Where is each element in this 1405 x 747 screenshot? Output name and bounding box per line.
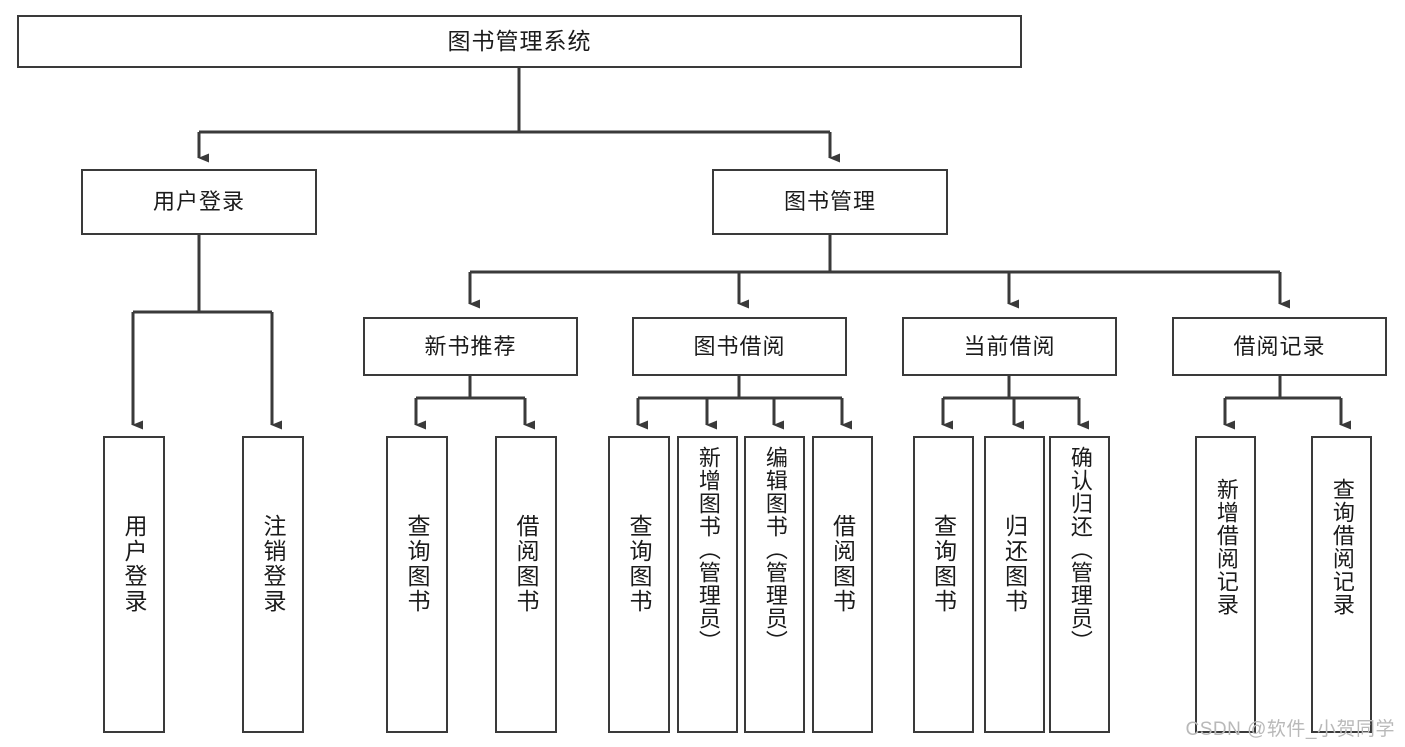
node-book-manage-label: 图书管理 (783, 189, 876, 215)
node-leaf-return-book-label: 归还图书 (1001, 514, 1028, 614)
node-leaf-user-logout-label: 注销登录 (260, 514, 287, 614)
node-borrow-record-label: 借阅记录 (1233, 333, 1326, 359)
node-book-borrow[interactable]: 图书借阅 (632, 317, 847, 376)
node-current-borrow-label: 当前借阅 (963, 333, 1056, 359)
node-leaf-query-record[interactable]: 查询借阅记录 (1311, 436, 1372, 733)
node-leaf-query-book-3-label: 查询图书 (930, 514, 957, 614)
node-new-book-rec[interactable]: 新书推荐 (363, 317, 578, 376)
node-new-book-rec-label: 新书推荐 (424, 333, 517, 359)
node-leaf-query-book-2[interactable]: 查询图书 (608, 436, 670, 733)
node-leaf-edit-book-label: 编辑图书（管理员） (762, 446, 788, 653)
node-leaf-return-book[interactable]: 归还图书 (984, 436, 1045, 733)
node-book-manage[interactable]: 图书管理 (712, 169, 948, 235)
node-current-borrow[interactable]: 当前借阅 (902, 317, 1117, 376)
node-user-login[interactable]: 用户登录 (81, 169, 317, 235)
node-leaf-add-record[interactable]: 新增借阅记录 (1195, 436, 1256, 733)
node-root-label: 图书管理系统 (447, 27, 592, 54)
node-leaf-borrow-book-2[interactable]: 借阅图书 (812, 436, 873, 733)
node-root-system[interactable]: 图书管理系统 (17, 15, 1022, 68)
node-leaf-add-book[interactable]: 新增图书（管理员） (677, 436, 738, 733)
node-leaf-add-book-label: 新增图书（管理员） (695, 446, 721, 653)
node-leaf-add-record-label: 新增借阅记录 (1213, 478, 1239, 616)
watermark-text: CSDN @软件_小贺同学 (1185, 719, 1395, 740)
node-borrow-record[interactable]: 借阅记录 (1172, 317, 1387, 376)
node-leaf-user-login[interactable]: 用户登录 (103, 436, 165, 733)
node-leaf-query-book-1-label: 查询图书 (404, 514, 431, 614)
node-leaf-user-login-label: 用户登录 (121, 514, 148, 614)
node-leaf-query-book-2-label: 查询图书 (626, 514, 653, 614)
node-leaf-borrow-book-1[interactable]: 借阅图书 (495, 436, 557, 733)
node-leaf-user-logout[interactable]: 注销登录 (242, 436, 304, 733)
node-leaf-query-record-label: 查询借阅记录 (1329, 478, 1355, 616)
node-user-login-label: 用户登录 (152, 189, 245, 215)
node-leaf-borrow-book-2-label: 借阅图书 (829, 514, 856, 614)
node-leaf-edit-book[interactable]: 编辑图书（管理员） (744, 436, 805, 733)
node-leaf-confirm-return-label: 确认归还（管理员） (1067, 446, 1093, 653)
node-leaf-query-book-3[interactable]: 查询图书 (913, 436, 974, 733)
node-leaf-query-book-1[interactable]: 查询图书 (386, 436, 448, 733)
node-leaf-confirm-return[interactable]: 确认归还（管理员） (1049, 436, 1110, 733)
node-leaf-borrow-book-1-label: 借阅图书 (513, 514, 540, 614)
node-book-borrow-label: 图书借阅 (693, 333, 786, 359)
